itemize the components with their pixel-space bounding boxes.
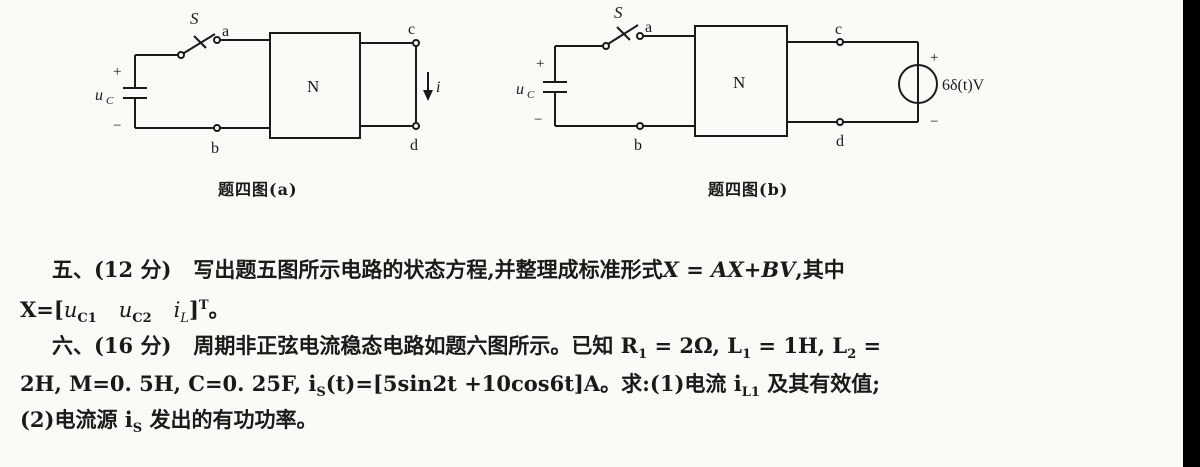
question-5-line-2: X=[uC1 uC2 iL]T。 (20, 297, 230, 327)
uc-label-b: u (516, 81, 524, 98)
question-6-line-2: 2H, M=0. 5H, C=0. 25F, iS(t)=[5sin2t +10… (20, 371, 880, 401)
voltage-source-label: 6δ(t)V (942, 77, 985, 94)
cap-plus-a: + (113, 64, 121, 80)
caption-figure-a: 题四图(a) (218, 180, 298, 199)
source-minus: − (930, 114, 938, 130)
node-a-label-b: a (645, 19, 652, 36)
uc-sub-a: C (106, 95, 114, 107)
uc-label-a: u (95, 87, 103, 104)
switch-label-a: S (190, 9, 199, 28)
question-6-line-1: 六、(16 分) 周期非正弦电流稳态电路如题六图所示。已知 R1 = 2Ω, L… (52, 333, 882, 363)
question-6-line-3: (2)电流源 iS 发出的有功功率。 (20, 407, 318, 437)
network-N-label-a: N (307, 77, 319, 96)
node-d-label-a: d (410, 137, 418, 154)
current-i-label: i (436, 79, 440, 96)
network-N-label-b: N (733, 73, 745, 92)
right-edge-bar (1183, 0, 1200, 467)
circuit-figure-a: S a b c d N + − u C i (95, 9, 440, 157)
cap-minus-b: − (534, 112, 542, 128)
cap-plus-b: + (536, 56, 544, 72)
switch-label-b: S (614, 3, 623, 22)
node-c-label-a: c (408, 21, 415, 38)
circuit-figure-b: S a b c d N + − u C + − 6δ(t)V (516, 3, 985, 154)
node-b-label-b: b (634, 137, 642, 154)
question-5-line-1: 五、(12 分) 写出题五图所示电路的状态方程,并整理成标准形式X = AX+B… (52, 257, 845, 282)
caption-figure-b: 题四图(b) (708, 180, 789, 199)
source-plus: + (930, 50, 938, 66)
uc-sub-b: C (527, 89, 535, 101)
node-a-label-a: a (222, 23, 229, 40)
cap-minus-a: − (113, 118, 121, 134)
node-b-label-a: b (211, 140, 219, 157)
node-d-label-b: d (836, 133, 844, 150)
node-c-label-b: c (835, 21, 842, 38)
